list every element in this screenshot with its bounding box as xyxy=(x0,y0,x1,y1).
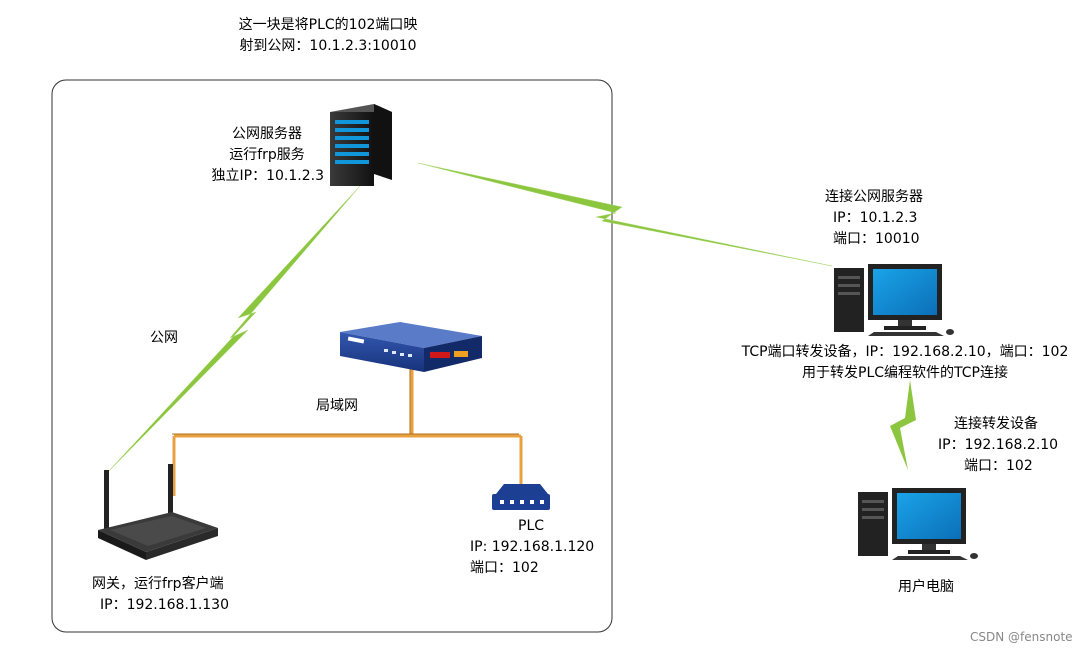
forward-desc-label: TCP端口转发设备，IP：192.168.2.10，端口：102 用于转发PLC… xyxy=(722,342,1088,384)
top-note-line1: 这一块是将PLC的102端口映 xyxy=(238,17,418,33)
lan-wiring xyxy=(172,360,523,496)
forward-conn-label: 连接公网服务器 IP：10.1.2.3 端口：10010 xyxy=(825,187,923,250)
user-link-line1: 连接转发设备 xyxy=(954,416,1038,432)
public-net-label: 公网 xyxy=(150,330,178,346)
forward-conn-line3: 端口：10010 xyxy=(833,231,920,247)
server-label-line2: 运行frp服务 xyxy=(229,147,305,163)
plc-label: PLC IP: 192.168.1.120 端口：102 xyxy=(470,516,594,579)
server-label-line1: 公网服务器 xyxy=(232,126,302,142)
forward-conn-line2: IP：10.1.2.3 xyxy=(833,210,918,226)
plc-label-line3: 端口：102 xyxy=(470,560,539,576)
top-note: 这一块是将PLC的102端口映 射到公网：10.1.2.3:10010 xyxy=(218,15,438,57)
plc-label-line1: PLC xyxy=(518,518,545,534)
top-note-line2: 射到公网：10.1.2.3:10010 xyxy=(239,38,417,54)
lan-label: 局域网 xyxy=(316,398,358,414)
server-icon xyxy=(330,104,392,186)
gateway-label-line1: 网关，运行frp客户端 xyxy=(92,576,224,592)
server-label-line3: 独立IP：10.1.2.3 xyxy=(211,168,324,184)
gateway-label-line2: IP：192.168.1.130 xyxy=(100,597,229,613)
gateway-label: 网关，运行frp客户端 IP：192.168.1.130 xyxy=(92,574,229,616)
user-pc-label: 用户电脑 xyxy=(898,579,954,595)
forward-desc-line1: TCP端口转发设备，IP：192.168.2.10，端口：102 xyxy=(741,344,1069,360)
user-link-line2: IP：192.168.2.10 xyxy=(938,437,1059,453)
user-forward-link xyxy=(890,380,916,470)
router-icon xyxy=(98,464,218,560)
plc-label-line2: IP: 192.168.1.120 xyxy=(470,539,595,555)
user-link-label: 连接转发设备 IP：192.168.2.10 端口：102 xyxy=(938,414,1058,477)
watermark: CSDN @fensnote xyxy=(970,630,1073,644)
server-label: 公网服务器 运行frp服务 独立IP：10.1.2.3 xyxy=(190,124,324,187)
public-net-link xyxy=(105,185,361,475)
user-link-line3: 端口：102 xyxy=(964,458,1033,474)
switch-icon xyxy=(340,322,482,372)
forward-pc-icon xyxy=(834,264,954,336)
server-forward-link xyxy=(417,162,833,267)
user-pc-icon xyxy=(858,488,978,560)
boundary-box xyxy=(51,79,613,633)
plc-icon xyxy=(492,484,550,510)
forward-conn-line1: 连接公网服务器 xyxy=(825,189,923,205)
forward-desc-line2: 用于转发PLC编程软件的TCP连接 xyxy=(802,365,1008,381)
